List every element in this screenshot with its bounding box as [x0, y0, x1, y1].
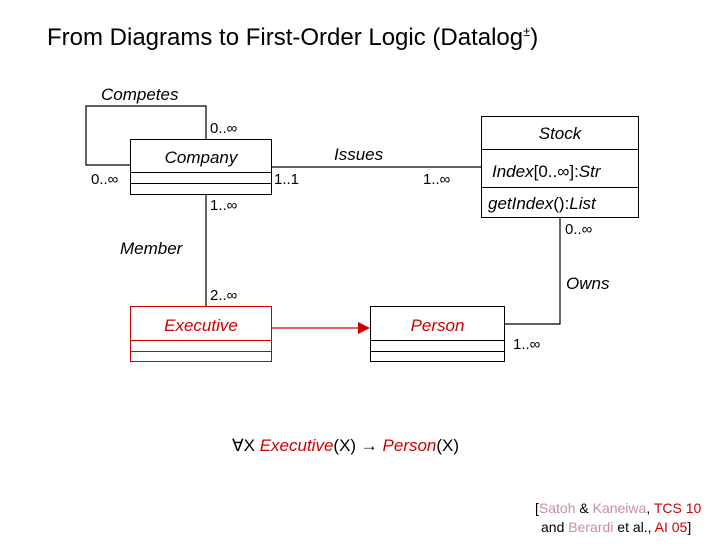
person-divider-1: [371, 340, 504, 341]
stock-class-name: Stock: [538, 124, 582, 143]
executive-class-name: Executive: [164, 316, 238, 335]
competes-mult-top: 0..∞: [210, 120, 238, 137]
citation-line-1: [Satoh & Kaneiwa, TCS 10: [535, 500, 702, 516]
issues-mult-company: 1..1: [274, 171, 300, 188]
citation-line-2: and Berardi et al., AI 05]: [541, 519, 692, 535]
company-divider-2: [131, 183, 271, 184]
logic-formula: ∀X Executive(X) → Person(X): [232, 436, 460, 455]
person-divider-2: [371, 351, 504, 352]
person-class-name: Person: [410, 316, 465, 335]
owns-label: Owns: [566, 274, 610, 293]
executive-divider-2: [131, 351, 271, 352]
executive-divider-1: [131, 340, 271, 341]
issues-mult-stock: 1..∞: [423, 171, 451, 188]
competes-label: Competes: [101, 85, 179, 104]
competes-mult-left: 0..∞: [91, 171, 119, 188]
stock-class: Stock Index[0..∞]:Str getIndex():List: [481, 116, 639, 218]
issues-label: Issues: [334, 145, 384, 164]
company-class: Company: [130, 139, 272, 195]
member-mult-executive: 2..∞: [210, 287, 238, 304]
owns-association-line: [505, 218, 561, 325]
person-class: Person: [370, 306, 505, 362]
stock-divider-1: [482, 149, 638, 150]
stock-operation: getIndex():List: [488, 194, 596, 213]
member-label: Member: [120, 239, 183, 258]
owns-mult-person: 1..∞: [513, 336, 541, 353]
owns-mult-stock: 0..∞: [565, 221, 593, 238]
executive-class: Executive: [130, 306, 272, 362]
stock-divider-2: [482, 187, 638, 188]
stock-attribute: Index[0..∞]:Str: [492, 162, 601, 181]
generalization-arrowhead: [358, 322, 370, 334]
company-divider-1: [131, 172, 271, 173]
slide-title: From Diagrams to First-Order Logic (Data…: [47, 24, 539, 51]
competes-association-line: [85, 105, 207, 166]
company-class-name: Company: [164, 148, 238, 167]
member-mult-company: 1..∞: [210, 197, 238, 214]
